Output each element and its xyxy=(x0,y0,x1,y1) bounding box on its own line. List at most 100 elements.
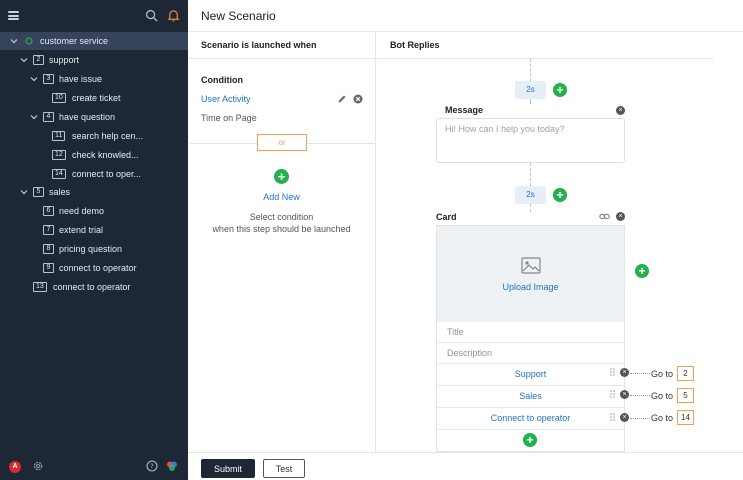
sidebar: customer service 2 support 3 have issue … xyxy=(0,0,188,480)
message-block-title: Message xyxy=(445,105,484,115)
remove-button-icon[interactable]: × xyxy=(620,390,629,399)
tree-item-create-ticket[interactable]: 10 create ticket xyxy=(0,89,188,107)
delay-badge[interactable]: 2s xyxy=(515,81,546,99)
hamburger-menu-icon[interactable] xyxy=(8,11,19,20)
card-button-connect-to-operator[interactable]: Connect to operator xyxy=(490,413,571,423)
add-reply-button[interactable]: + xyxy=(553,83,567,97)
bell-icon[interactable] xyxy=(167,9,180,22)
drag-handle-icon[interactable] xyxy=(610,413,615,421)
flow-connector xyxy=(530,99,531,104)
tree-item-customer-service[interactable]: customer service xyxy=(0,32,188,50)
add-reply-button[interactable]: + xyxy=(553,188,567,202)
goto-step-input[interactable]: 2 xyxy=(677,366,694,381)
add-card-button-button[interactable]: + xyxy=(523,433,537,447)
add-card-side-button[interactable]: + xyxy=(635,264,649,278)
remove-button-icon[interactable]: × xyxy=(620,413,629,422)
page-title: New Scenario xyxy=(201,9,276,23)
step-number-badge: 7 xyxy=(43,225,54,235)
submit-button[interactable]: Submit xyxy=(201,459,255,478)
app-logo-icon xyxy=(167,461,177,471)
tree-item-label: sales xyxy=(49,187,71,197)
tree-item-label: connect to operator xyxy=(53,282,131,292)
tree-item-label: connect to oper... xyxy=(72,169,142,179)
card-description-input[interactable]: Description xyxy=(447,348,493,358)
tree-item-support[interactable]: 2 support xyxy=(0,51,188,69)
tree-item-connect-to-operator-9[interactable]: 9 connect to operator xyxy=(0,259,188,277)
step-number-badge: 4 xyxy=(43,112,54,122)
divider xyxy=(437,407,624,408)
tree-item-label: extend trial xyxy=(59,225,104,235)
page-header: New Scenario xyxy=(188,0,743,32)
image-icon xyxy=(521,257,541,274)
tree-item-label: have issue xyxy=(59,74,103,84)
drag-handle-icon[interactable] xyxy=(610,368,615,376)
divider xyxy=(437,429,624,430)
remove-card-icon[interactable]: × xyxy=(616,212,625,221)
tree-item-label: customer service xyxy=(40,36,109,46)
card-block: Upload Image Title Description Support S… xyxy=(436,225,625,452)
card-title-input[interactable]: Title xyxy=(447,327,464,337)
divider xyxy=(437,342,624,343)
bot-status-icon xyxy=(25,37,33,45)
goto-connector xyxy=(630,373,650,374)
tree-item-label: pricing question xyxy=(59,244,123,254)
delay-badge[interactable]: 2s xyxy=(515,186,546,204)
goto-step-input[interactable]: 14 xyxy=(677,410,694,425)
divider xyxy=(437,363,624,364)
condition-detail: Time on Page xyxy=(201,113,257,123)
add-condition-button[interactable]: + xyxy=(274,169,289,184)
goto-step-input[interactable]: 5 xyxy=(677,388,694,403)
add-new-link[interactable]: Add New xyxy=(263,192,300,202)
chevron-down-icon[interactable] xyxy=(30,75,38,83)
tree-item-have-issue[interactable]: 3 have issue xyxy=(0,70,188,88)
pencil-icon[interactable] xyxy=(337,94,347,104)
message-input[interactable]: Hi! How can I help you today? xyxy=(436,118,625,163)
sidebar-bottom-bar: A ? xyxy=(0,454,188,480)
step-number-badge: 2 xyxy=(33,55,44,65)
condition-type-link[interactable]: User Activity xyxy=(201,94,251,104)
goto-label: Go to xyxy=(651,369,674,379)
tree-item-need-demo[interactable]: 6 need demo xyxy=(0,202,188,220)
add-new-hint: Select condition when this step should b… xyxy=(212,212,351,234)
chevron-down-icon[interactable] xyxy=(20,56,28,64)
panel-header: Scenario is launched when xyxy=(188,32,375,59)
tree-item-extend-trial[interactable]: 7 extend trial xyxy=(0,221,188,239)
chevron-down-icon[interactable] xyxy=(30,113,38,121)
panel-header: Bot Replies xyxy=(377,32,714,59)
card-button-sales[interactable]: Sales xyxy=(519,391,542,401)
step-number-badge: 13 xyxy=(33,282,47,292)
remove-condition-icon[interactable] xyxy=(353,94,363,104)
tree-item-connect-to-operator-13[interactable]: 13 connect to operator xyxy=(0,278,188,296)
goto-connector xyxy=(630,418,650,419)
step-number-badge: 6 xyxy=(43,206,54,216)
chevron-down-icon[interactable] xyxy=(20,188,28,196)
tree-item-label: support xyxy=(49,55,80,65)
bot-replies-panel: Bot Replies 2s + Message × Hi! How can I… xyxy=(377,32,743,452)
remove-message-icon[interactable]: × xyxy=(616,106,625,115)
search-icon[interactable] xyxy=(145,9,158,22)
gear-icon[interactable] xyxy=(32,460,44,472)
tree-item-sales[interactable]: 5 sales xyxy=(0,183,188,201)
avatar[interactable]: A xyxy=(9,461,21,473)
tree-item-search-help-center[interactable]: 11 search help cen... xyxy=(0,127,188,145)
tree-item-check-knowledge[interactable]: 12 check knowled... xyxy=(0,146,188,164)
tree-item-have-question[interactable]: 4 have question xyxy=(0,108,188,126)
test-button[interactable]: Test xyxy=(263,459,305,478)
help-icon[interactable]: ? xyxy=(146,460,158,472)
tree-item-pricing-question[interactable]: 8 pricing question xyxy=(0,240,188,258)
card-image-area[interactable]: Upload Image xyxy=(437,226,624,322)
drag-handle-icon[interactable] xyxy=(610,390,615,398)
step-number-badge: 11 xyxy=(52,131,66,141)
remove-button-icon[interactable]: × xyxy=(620,368,629,377)
link-icon[interactable] xyxy=(599,212,610,221)
card-button-support[interactable]: Support xyxy=(514,369,547,379)
or-separator: or xyxy=(257,134,307,151)
step-number-badge: 10 xyxy=(52,93,66,103)
upload-image-link[interactable]: Upload Image xyxy=(502,282,559,292)
chevron-down-icon[interactable] xyxy=(10,37,18,45)
tree-item-label: create ticket xyxy=(72,93,121,103)
step-number-badge: 14 xyxy=(52,169,66,179)
tree-item-connect-to-operator-14[interactable]: 14 connect to oper... xyxy=(0,165,188,183)
card-block-title: Card xyxy=(436,212,457,222)
scenario-conditions-panel: Scenario is launched when Condition User… xyxy=(188,32,376,452)
